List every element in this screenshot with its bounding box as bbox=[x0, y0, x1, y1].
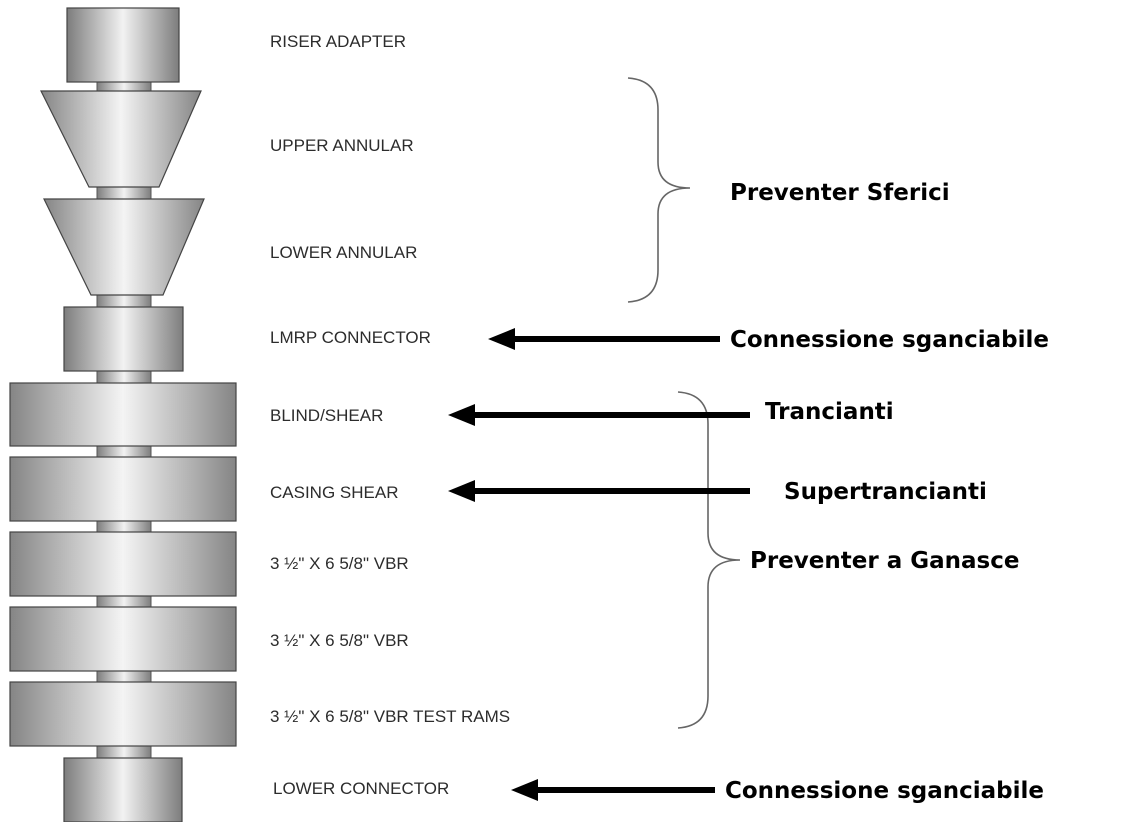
riser-adapter-block bbox=[66, 7, 180, 83]
label-lower-annular: LOWER ANNULAR bbox=[270, 243, 417, 262]
casing-shear-ram bbox=[9, 456, 237, 522]
label-riser-adapter: RISER ADAPTER bbox=[270, 32, 406, 51]
label-upper-annular: UPPER ANNULAR bbox=[270, 136, 414, 155]
annotation-preventer-sferici: Preventer Sferici bbox=[730, 180, 950, 206]
label-vbr-2: 3 ½" X 6 5/8" VBR bbox=[270, 631, 409, 650]
upper-annular-block bbox=[40, 90, 202, 188]
lower-connector-block bbox=[63, 757, 183, 822]
annotation-connessione-lower: Connessione sganciabile bbox=[725, 778, 1044, 804]
annotation-supertrancianti: Supertrancianti bbox=[784, 479, 987, 505]
pipe-segment bbox=[96, 186, 152, 200]
pipe-segment bbox=[96, 745, 152, 759]
label-vbr-1: 3 ½" X 6 5/8" VBR bbox=[270, 554, 409, 573]
vbr-ram-2 bbox=[9, 606, 237, 672]
pipe-segment bbox=[96, 520, 152, 533]
annotation-trancianti: Trancianti bbox=[765, 399, 894, 425]
pipe-segment bbox=[96, 670, 152, 683]
vbr-test-rams-ram bbox=[9, 681, 237, 747]
pipe-segment bbox=[96, 294, 152, 308]
arrow-lmrp-connector bbox=[488, 328, 720, 350]
blind-shear-ram bbox=[9, 382, 237, 447]
annotation-connessione-lmrp: Connessione sganciabile bbox=[730, 327, 1049, 353]
label-casing-shear: CASING SHEAR bbox=[270, 483, 398, 502]
label-vbr-test-rams: 3 ½" X 6 5/8" VBR TEST RAMS bbox=[270, 707, 510, 726]
lower-annular-block bbox=[43, 198, 205, 296]
pipe-segment bbox=[96, 445, 152, 458]
arrow-lower-connector bbox=[511, 779, 715, 801]
pipe-segment bbox=[96, 81, 152, 92]
brace-preventer-sferici bbox=[627, 77, 691, 303]
brace-preventer-ganasce bbox=[677, 391, 741, 729]
lmrp-connector-block bbox=[63, 306, 184, 372]
vbr-ram-1 bbox=[9, 531, 237, 597]
annotation-preventer-ganasce: Preventer a Ganasce bbox=[750, 548, 1019, 574]
arrow-blind-shear bbox=[448, 404, 750, 426]
label-lower-connector: LOWER CONNECTOR bbox=[273, 779, 449, 798]
pipe-segment bbox=[96, 370, 152, 384]
label-lmrp-connector: LMRP CONNECTOR bbox=[270, 328, 431, 347]
arrow-casing-shear bbox=[448, 480, 750, 502]
pipe-segment bbox=[96, 595, 152, 608]
label-blind-shear: BLIND/SHEAR bbox=[270, 406, 383, 425]
